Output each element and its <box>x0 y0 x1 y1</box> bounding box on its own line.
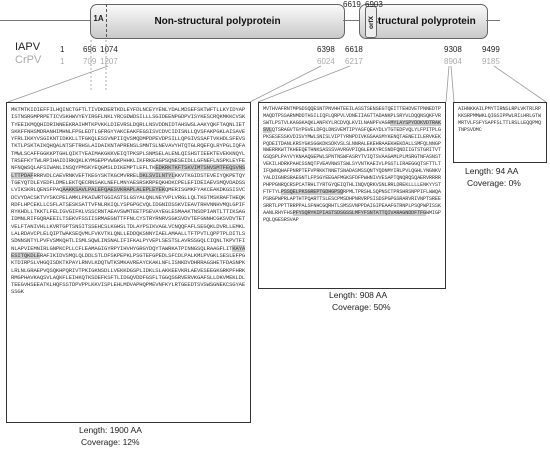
crpv-position: 9185 <box>482 57 500 66</box>
sequence-segment: RPMLTPRSHLSQPNSCTPRSHRSNPPIFLWWQAPSRGPWP… <box>263 188 441 216</box>
crpv-position: 8904 <box>444 57 462 66</box>
sequence-segment: RAFIKIDVSMQLQLDDLSTLDFSKPEPKLPSGTEFGPEDL… <box>11 251 246 296</box>
iapv-position: 9499 <box>482 45 500 54</box>
peptide-highlight: DKLSVILNTYL <box>139 171 175 179</box>
domain-1a-box: 1A <box>91 4 107 37</box>
crpv-position: 6217 <box>345 57 363 66</box>
sequence-panel-structural: MVTHVAFRNTMPGDSQQESNTPNVHHTEEILASSTSENSE… <box>258 102 446 289</box>
peptide-highlight: PSSQELPKSGREPTGDHGPSQ <box>280 188 344 195</box>
sequence-segment: MKTMTKIDIEFFILHQINCTGFTLTIVDKDERTKDLEYFD… <box>11 106 246 121</box>
sequence-text: MKTMTKIDIEFFILHQINCTGFTLTIVDKDERTKDLEYFD… <box>7 103 250 299</box>
sequence-segment: KKVTKGIDSTEVEIYQKPETQYTGEYQTDLEYEDFLDMEL <box>11 171 246 186</box>
peptide-highlight: PFYSQRYKIPIASTSDSGSSLMFYFSNTATTQIVARAGND… <box>292 209 426 216</box>
orfx-box: orfX <box>365 6 377 38</box>
iapv-position: 1074 <box>100 45 118 54</box>
iapv-position: 696 <box>83 45 97 54</box>
iapv-track-label: IAPV <box>15 41 41 53</box>
domain-1a-label: 1A <box>93 14 104 23</box>
iapv-position: 6398 <box>317 45 335 54</box>
sequence-segment: WMIGPPQLQGESRSVAP <box>263 209 441 223</box>
crpv-position: 1207 <box>100 57 118 66</box>
sequence-segment: QTSRAGVTGYPGVELDFQLDNSVEMTIPYASFQEAYDLVT… <box>263 126 441 195</box>
genome-3utr-line <box>486 20 500 21</box>
sequence-segment: AIHNKKAILPMYTIRNSLRPLVKTRLRPKKSRPMMWKLQI… <box>458 106 541 133</box>
sequence-panel-non-structural: MKTMTKIDIEFFILHQINCTGFTLTIVDKDERTKDLEYFD… <box>6 102 251 423</box>
orfx-start-label: 6619 <box>343 0 361 9</box>
length-label: Length: 94 AA <box>465 166 519 176</box>
crpv-position: 709 <box>83 57 97 66</box>
iapv-position: 1 <box>60 45 65 54</box>
genome-5utr-line <box>0 20 90 21</box>
sequence-segment: DKCPELEFIDEIAEVSMQVDADSSLVIKSKRLQENSFPAQ <box>11 178 246 194</box>
crpv-position: 6024 <box>317 57 335 66</box>
genome-igr-line <box>343 20 359 21</box>
iapv-position: 9308 <box>444 45 462 54</box>
sequence-text: MVTHVAFRNTMPGDSQQESNTPNVHHTEEILASSTSENSE… <box>259 103 445 226</box>
structural-label: Structural polyprotein <box>371 16 476 27</box>
iapv-position: 6618 <box>345 45 363 54</box>
coverage-label: Coverage: 12% <box>81 437 140 447</box>
structural-gene-block: Structural polyprotein <box>359 4 488 39</box>
sequence-segment: RRRVDLCAEVRNKVEFTKEGYSKTKGCMVRREL <box>33 171 140 179</box>
sequence-text: AIHNKKAILPMYTIRNSLRPLVKTRLRPKKSRPMMWKLQI… <box>454 103 546 137</box>
length-label: Length: 908 AA <box>329 290 388 300</box>
sequence-panel-3prime: AIHNKKAILPMYTIRNSLRPLVKTRLRPKKSRPMMWKLQI… <box>453 102 547 163</box>
sequence-segment: MVTHVAFRNTMPGDSQQESNTPNVHHTEEILASSTSENSE… <box>263 106 441 126</box>
peptide-highlight: AAKKSAVLPALEFQAESVKRAPLALEPLEYEK <box>62 186 165 194</box>
sequence-segment: DPVISYKESCRQKMKKCVSKTYEEIKMQQHIDRINNEEKR… <box>11 113 246 172</box>
crpv-track-label: CrPV <box>15 54 42 66</box>
non-structural-gene-block: Non-structural polyprotein <box>90 4 345 39</box>
non-structural-label: Non-structural polyprotein <box>154 16 281 27</box>
sequence-segment: QMERISGMKFYAKCEAKDKGSISVCDCVYDACSKTVYSKC… <box>11 186 246 252</box>
coverage-label: Coverage: 50% <box>332 302 391 312</box>
orfx-end-label: 6903 <box>365 0 383 9</box>
length-label: Length: 1900 AA <box>79 425 142 435</box>
sequence-segment: EKTQECRNSAKLNEFLMNYAESRSKRPEQKH <box>68 178 169 186</box>
coverage-label: Coverage: 0% <box>467 178 521 188</box>
crpv-position: 1 <box>60 57 65 66</box>
